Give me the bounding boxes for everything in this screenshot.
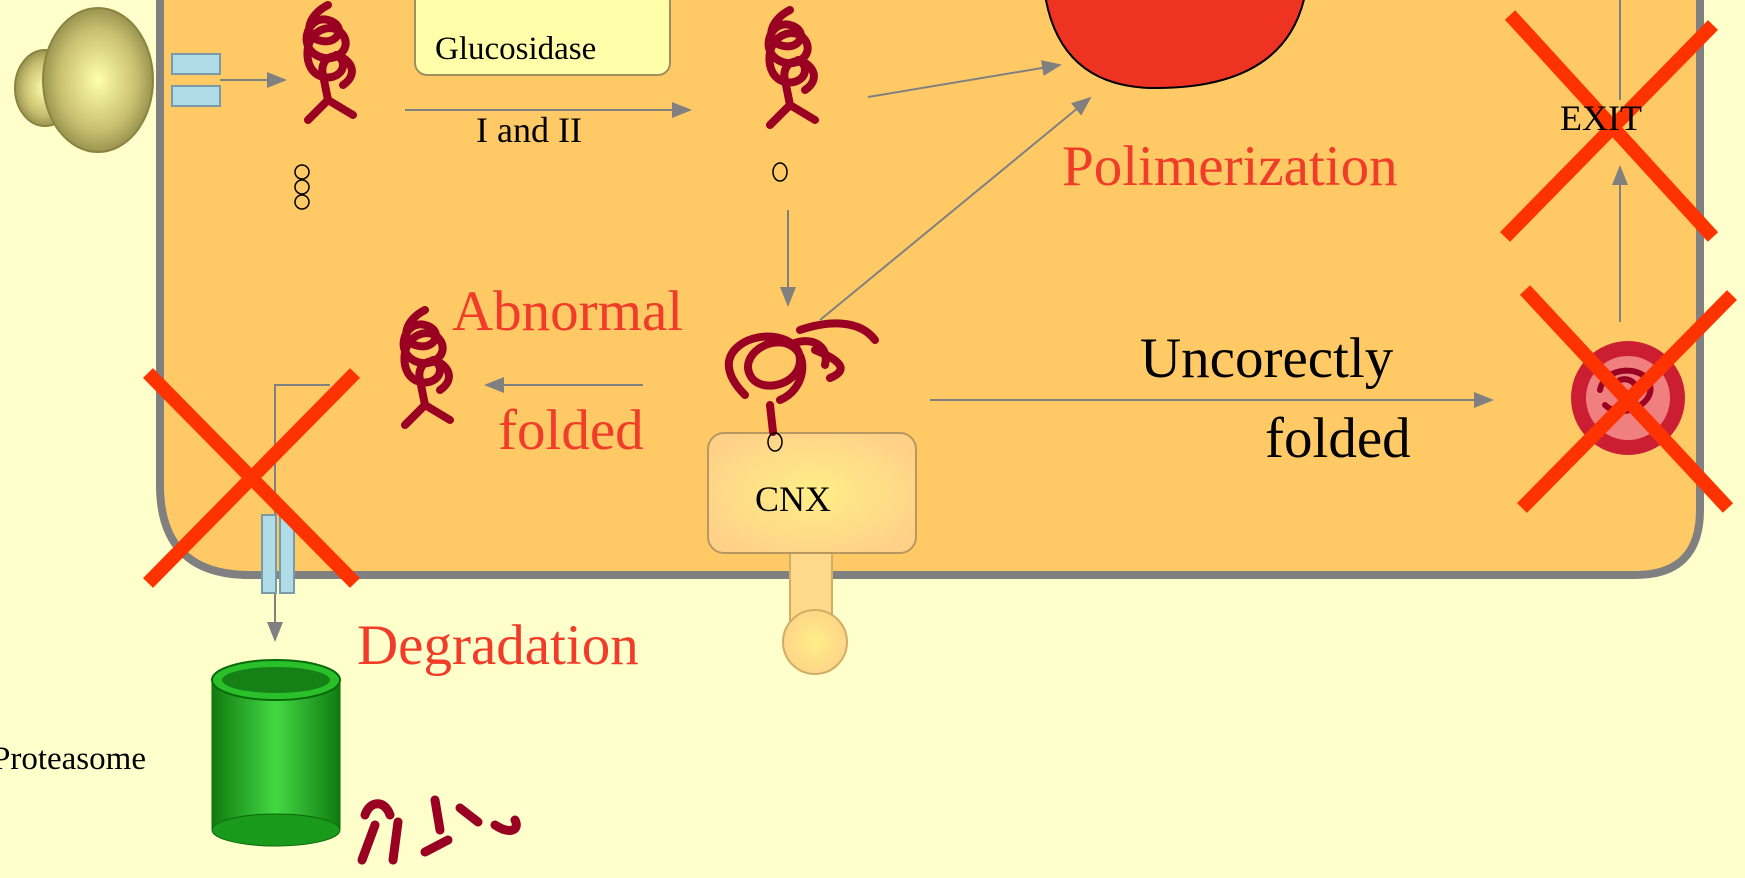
cnx-label: CNX — [755, 481, 831, 517]
i-and-ii-label: I and II — [476, 112, 582, 148]
uncorrectly-label: Uncorectly — [1140, 330, 1393, 387]
abnormal-folded-label: folded — [498, 402, 644, 459]
ribosome-icon — [15, 8, 153, 152]
polimerization-label: Polimerization — [1062, 138, 1398, 195]
translocon-icon — [172, 54, 220, 74]
proteasome-icon — [212, 660, 340, 846]
exit-label: EXIT — [1560, 100, 1642, 136]
proteasome-label: Proteasome — [0, 743, 146, 776]
calnexin-icon — [708, 433, 916, 674]
uncorrectly-folded-label: folded — [1265, 410, 1411, 467]
peptide-fragments-icon — [362, 800, 516, 860]
degradation-label: Degradation — [357, 617, 639, 674]
abnormal-label: Abnormal — [452, 283, 683, 340]
glucosidase-label: Glucosidase — [435, 33, 596, 66]
